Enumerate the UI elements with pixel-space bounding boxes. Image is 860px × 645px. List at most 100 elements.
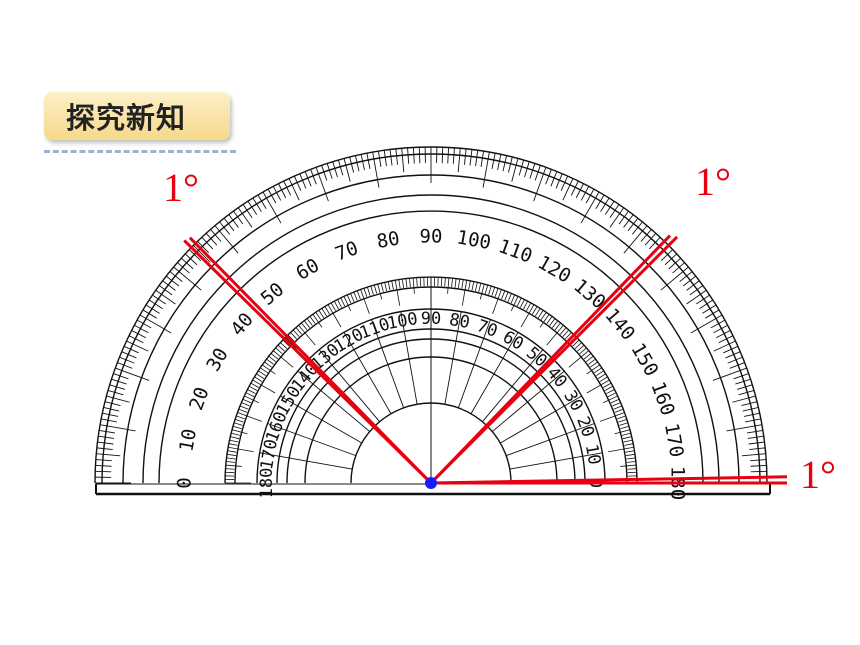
- outer-tick: [117, 362, 133, 369]
- inner-tick: [270, 353, 279, 360]
- inner-tick: [356, 290, 361, 300]
- outer-scale-label: 130: [569, 275, 609, 314]
- outer-tick: [95, 464, 112, 467]
- outer-tick: [718, 335, 734, 344]
- outer-tick: [664, 253, 678, 266]
- outer-tick: [746, 429, 763, 434]
- inner-tick: [624, 443, 634, 446]
- right-ray-b: [429, 235, 679, 485]
- inner-tick: [596, 370, 604, 377]
- inner-tick: [461, 280, 468, 306]
- outer-tick: [96, 447, 113, 450]
- inner-tick: [504, 291, 509, 301]
- inner-tick: [488, 285, 492, 295]
- outer-tick: [101, 418, 117, 423]
- radial-guide: [400, 311, 418, 405]
- outer-scale-label: 60: [292, 254, 323, 284]
- inner-tick: [458, 278, 461, 288]
- inner-tick: [247, 389, 256, 394]
- outer-tick: [672, 262, 685, 274]
- outer-tick: [560, 175, 569, 191]
- outer-tick: [247, 200, 258, 215]
- outer-tick: [502, 155, 508, 172]
- inner-tick: [620, 425, 630, 430]
- outer-tick: [326, 163, 333, 179]
- inner-tick: [337, 299, 342, 308]
- outer-tick: [395, 148, 398, 165]
- inner-tick: [479, 283, 485, 300]
- outer-tick: [95, 459, 112, 462]
- inner-tick: [494, 288, 499, 297]
- outer-tick: [128, 335, 144, 344]
- radial-guide: [371, 319, 405, 408]
- inner-tick: [599, 376, 608, 382]
- outer-tick: [418, 147, 421, 164]
- inner-tick: [626, 461, 636, 463]
- inner-tick: [242, 398, 252, 404]
- outer-tick: [529, 163, 536, 179]
- outer-scale-label: 80: [375, 227, 401, 253]
- inner-tick: [554, 322, 561, 331]
- outer-tick: [623, 225, 648, 254]
- outer-scale-label: 120: [534, 251, 575, 287]
- inner-scale-label: 30: [559, 387, 587, 415]
- inner-tick: [625, 450, 635, 453]
- outer-tick: [580, 186, 590, 201]
- outer-tick: [152, 294, 166, 305]
- angle-rays: [183, 234, 787, 489]
- outer-tick: [712, 367, 747, 381]
- inner-scale-label: 70: [474, 316, 500, 342]
- outer-scale-label: 150: [626, 339, 662, 380]
- outer-tick: [555, 173, 563, 189]
- inner-tick: [572, 339, 580, 347]
- inner-tick: [607, 392, 617, 398]
- inner-tick: [282, 339, 290, 347]
- inner-tick: [229, 439, 239, 443]
- section-title-badge: 探究新知: [44, 92, 230, 140]
- outer-tick: [750, 464, 767, 467]
- outer-scale-label: 20: [185, 384, 214, 413]
- outer-tick: [575, 183, 584, 199]
- outer-tick: [383, 150, 387, 167]
- outer-tick: [533, 167, 547, 202]
- inner-tick: [387, 281, 391, 291]
- outer-tick: [595, 194, 605, 209]
- inner-tick: [612, 402, 621, 407]
- inner-tick: [370, 285, 374, 295]
- outer-scale-label: 40: [226, 309, 258, 341]
- outer-tick: [686, 289, 707, 305]
- inner-tick: [309, 316, 316, 324]
- inner-tick: [461, 279, 464, 289]
- inner-tick: [228, 446, 254, 453]
- outer-tick: [713, 340, 736, 352]
- inner-tick: [551, 320, 559, 329]
- inner-tick: [312, 314, 323, 328]
- outer-tick: [99, 429, 116, 434]
- outer-tick: [278, 183, 287, 199]
- outer-tick: [580, 191, 600, 224]
- outer-tick: [142, 309, 157, 319]
- outer-tick: [550, 171, 558, 187]
- outer-tick: [197, 240, 210, 254]
- outer-scale-label: 110: [495, 235, 535, 267]
- outer-tick: [457, 148, 461, 173]
- outer-tick: [193, 245, 211, 263]
- title-divider: [44, 150, 236, 153]
- outer-tick: [188, 249, 202, 262]
- outer-tick: [181, 257, 194, 270]
- inner-tick: [333, 300, 339, 310]
- outer-tick: [705, 309, 720, 319]
- inner-tick: [384, 282, 388, 292]
- inner-tick: [454, 278, 457, 288]
- inner-tick: [478, 283, 482, 292]
- inner-scale-label: 90: [421, 309, 441, 329]
- inner-tick: [315, 311, 322, 320]
- inner-tick: [262, 364, 276, 375]
- outer-tick: [165, 275, 180, 287]
- outer-tick: [497, 154, 502, 171]
- radial-guide: [491, 370, 565, 432]
- inner-tick: [537, 310, 544, 318]
- inner-tick: [416, 277, 418, 287]
- radial-guide: [500, 395, 582, 444]
- inner-tick: [303, 320, 311, 329]
